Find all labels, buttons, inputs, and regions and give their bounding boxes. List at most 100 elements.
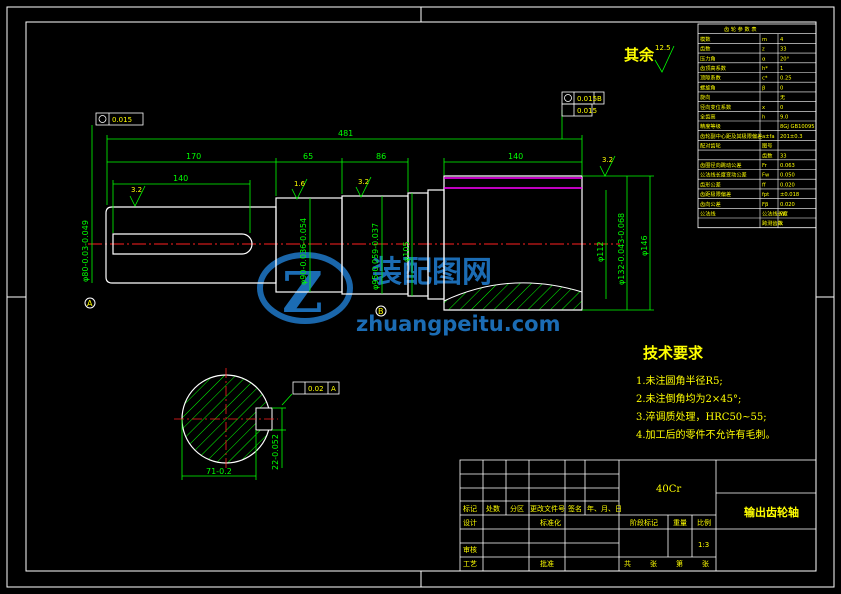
watermark: Z 装配图网 zhuangpeitu.com (257, 252, 560, 336)
param-cell-r4-c0: 齿顶高系数 (700, 64, 727, 72)
param-cell-r18-c1: Fβ (762, 202, 768, 208)
param-cell-r12-c0: 配对齿轮 (700, 142, 721, 150)
tb-c4: 更改文件号 (530, 504, 565, 513)
param-cell-r2-c0: 齿数 (700, 45, 711, 53)
param-cell-r9-c0: 全齿高 (700, 113, 716, 121)
tb-c6: 年、月、日 (587, 504, 622, 513)
param-cell-r9-c1: h (762, 115, 765, 121)
tech-item-4: 4.加工后的零件不允许有毛刺。 (636, 428, 776, 441)
param-cell-r3-c1: α (762, 56, 766, 62)
param-cell-r8-c1: x (762, 105, 765, 111)
tb-c14: 批准 (540, 559, 554, 568)
roughness-marks: 3.2 1.6 3.2 3.2 其余 12.5 (129, 44, 675, 207)
dim-phi105: φ105 (402, 241, 411, 262)
param-cell-r15-c2: 0.050 (780, 173, 795, 179)
title-block: 40Cr 输出齿轮轴 1:3 标记 处数 分区 更改文件号 签名 年、月、日 设… (459, 459, 817, 572)
tb-c16: 张 (650, 559, 657, 568)
dim-phi112: φ112 (596, 241, 605, 262)
param-cell-r13-c1: 齿数 (762, 151, 773, 159)
tol-runout-right-2: 0.015 (577, 107, 597, 115)
dim-65: 65 (303, 152, 313, 161)
dim-140-key: 140 (173, 174, 188, 183)
dim-phi95: φ95-0.059-0.037 (371, 223, 380, 290)
param-cell-r6-c2: 0 (780, 85, 783, 91)
param-cell-r13-c2: 33 (780, 153, 787, 159)
shaft-main-view: A B (84, 175, 620, 317)
tech-requirements: 技术要求 1.未注圆角半径R5; 2.未注倒角均为2×45°; 3.淬调质处理，… (636, 344, 776, 441)
param-cell-r17-c2: ±0.018 (780, 192, 799, 198)
tb-c1: 标记 (463, 504, 477, 513)
tb-c13: 工艺 (463, 560, 477, 568)
param-cell-r20-c1: 跨测齿数 (762, 219, 784, 227)
tb-c18: 张 (702, 559, 709, 568)
tb-material: 40Cr (656, 484, 681, 495)
dim-140-gear: 140 (508, 152, 523, 161)
param-cell-r8-c2: 0 (780, 105, 783, 111)
dimension-texts: 481 170 65 86 140 140 φ80-0.03-0.049 φ90… (81, 129, 649, 290)
param-cell-r1-c2: 4 (780, 37, 784, 43)
section-view: 71-0.2 22-0.052 (174, 368, 293, 480)
param-cell-r10-c0: 精度等级 (700, 122, 721, 130)
roughness-mark-3: 3.2 (358, 178, 369, 186)
param-cell-r2-c2: 33 (780, 47, 787, 53)
param-cell-r7-c2: 无 (780, 94, 785, 101)
watermark-en: zhuangpeitu.com (356, 312, 560, 336)
tol-runout-right: 0.015 (577, 95, 597, 103)
tol-sym: 0.02 (308, 385, 324, 393)
param-cell-r14-c0: 齿圈径向跳动公差 (700, 161, 742, 169)
tb-scale: 1:3 (698, 541, 709, 549)
tb-part-name: 输出齿轮轴 (744, 505, 799, 519)
dim-phi146: φ146 (640, 235, 649, 256)
datum-a-label: A (87, 299, 93, 308)
param-cell-r6-c1: β (762, 85, 765, 91)
dim-keyway-width: 22-0.052 (271, 434, 280, 470)
roughness-general-value: 12.5 (655, 44, 671, 52)
roughness-general-label: 其余 (624, 46, 655, 64)
param-cell-r16-c0: 齿形公差 (700, 180, 721, 188)
param-cell-r8-c0: 径向变位系数 (700, 103, 732, 111)
dimension-lines (91, 110, 654, 311)
param-cell-r14-c2: 0.063 (780, 163, 795, 169)
tb-c10: 重量 (673, 519, 687, 527)
roughness-mark-4: 3.2 (602, 156, 613, 164)
param-cell-r0-c0: 齿 轮 参 数 表 (724, 25, 757, 33)
param-cell-r5-c1: c* (762, 76, 768, 82)
param-cell-r18-c0: 齿向公差 (700, 200, 721, 208)
watermark-z-icon: Z (282, 260, 323, 326)
roughness-mark-2: 1.6 (294, 180, 306, 188)
dim-86: 86 (376, 152, 386, 161)
tb-c11: 比例 (697, 518, 711, 527)
param-cell-r15-c0: 公法线长度变动公差 (700, 171, 747, 179)
tolerance-frames: 0.015 0.015 B 0.015 0.02 A (95, 91, 605, 395)
param-cell-r14-c1: Fr (762, 163, 768, 169)
tb-c17: 第 (676, 559, 683, 568)
tb-c3: 分区 (510, 504, 524, 513)
param-cell-r19-c0: 公法线 (700, 210, 716, 218)
param-cell-r10-c2: 8GJ GB10095 (780, 124, 815, 130)
param-cell-r5-c2: 0.25 (780, 76, 792, 82)
dim-keyway-depth: 71-0.2 (206, 467, 232, 476)
param-cell-r16-c2: 0.020 (780, 182, 795, 188)
param-cell-r18-c2: 0.020 (780, 202, 795, 208)
tb-c2: 处数 (486, 504, 500, 513)
sheet-frame (6, 6, 835, 588)
tb-c5: 签名 (568, 504, 582, 513)
param-cell-r19-c1: 公法线长度 (762, 210, 788, 218)
tech-title: 技术要求 (643, 344, 704, 362)
tb-c8: 标准化 (540, 518, 561, 527)
tol-sym-datum: A (331, 385, 336, 393)
param-cell-r4-c1: h* (762, 66, 768, 72)
datum-b-label: B (378, 307, 384, 316)
param-cell-r6-c0: 螺旋角 (700, 83, 716, 91)
param-cell-r4-c2: 1 (780, 66, 783, 72)
param-cell-r2-c1: z (762, 47, 765, 53)
param-cell-r12-c1: 图号 (762, 143, 772, 150)
dim-phi90: φ90-0.036-0.054 (299, 218, 308, 285)
tb-c7: 设计 (463, 518, 477, 527)
dim-170: 170 (186, 152, 201, 161)
tol-runout-left: 0.015 (112, 116, 132, 124)
param-cell-r3-c0: 压力角 (700, 54, 716, 62)
param-cell-r17-c0: 齿距极限偏差 (700, 190, 731, 198)
